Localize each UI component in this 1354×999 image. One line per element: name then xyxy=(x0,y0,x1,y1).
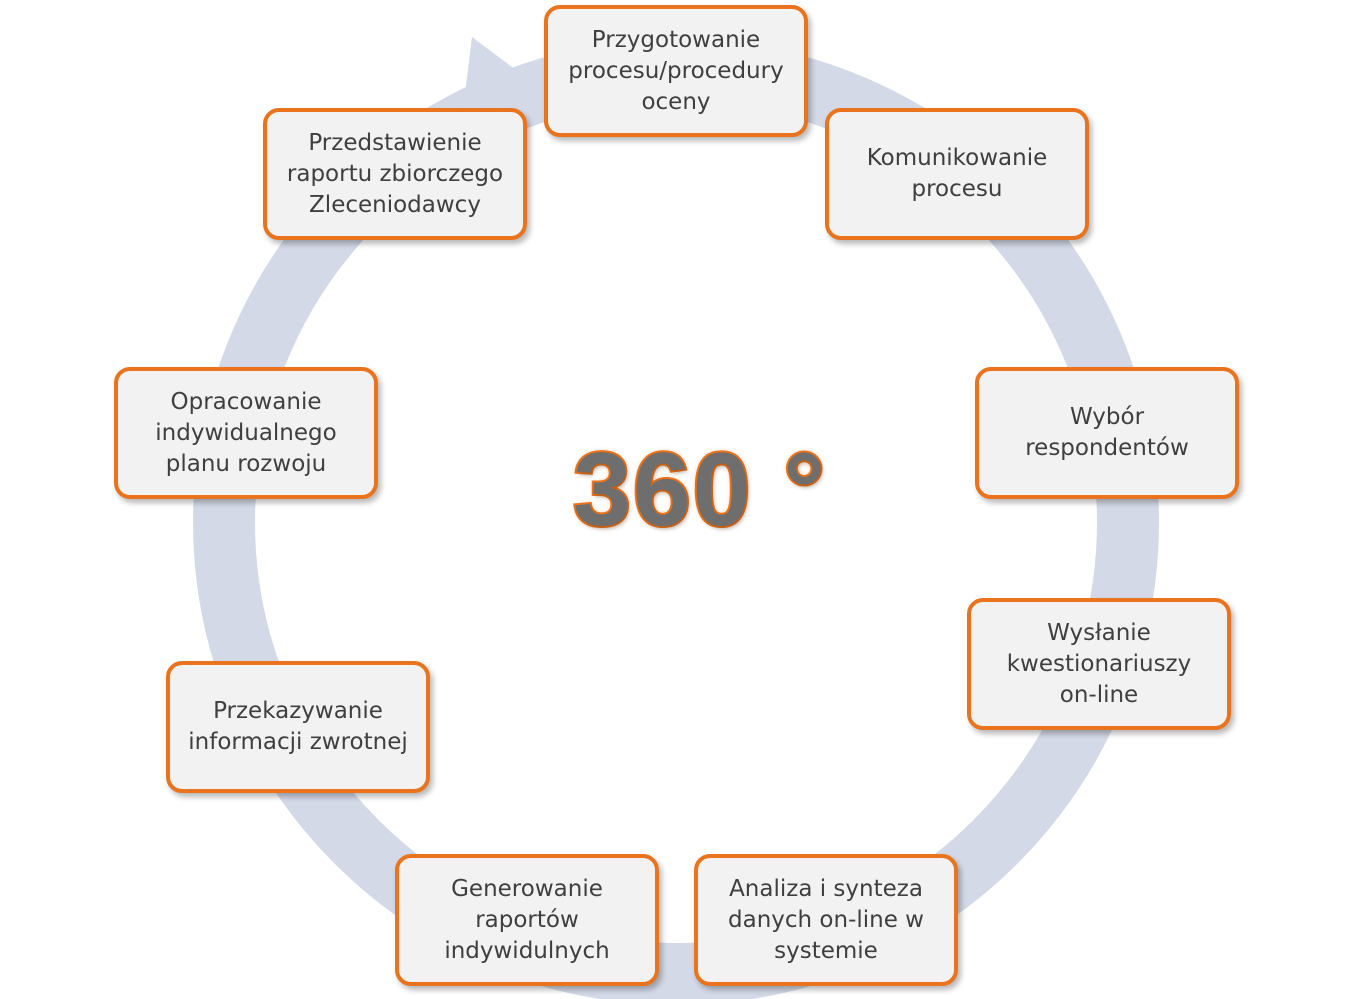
ring-arrowhead xyxy=(462,37,536,118)
step-przygotowanie-procesu: Przygotowanie procesu/procedury oceny xyxy=(544,5,808,137)
step-przekazywanie-informacji: Przekazywanie informacji zwrotnej xyxy=(166,661,430,793)
step-opracowanie-planu: Opracowanie indywidualnego planu rozwoju xyxy=(114,367,378,499)
center-title-360: 360 ° xyxy=(571,430,827,550)
step-wyslanie-kwestionariuszy: Wysłanie kwestionariuszy on-line xyxy=(967,598,1231,730)
step-przedstawienie-raportu: Przedstawienie raportu zbiorczego Zlecen… xyxy=(263,108,527,240)
step-generowanie-raportow: Generowanie raportów indywidulnych xyxy=(395,854,659,986)
step-wybor-respondentow: Wybór respondentów xyxy=(975,367,1239,499)
step-komunikowanie-procesu: Komunikowanie procesu xyxy=(825,108,1089,240)
step-analiza-i-synteza: Analiza i synteza danych on-line w syste… xyxy=(694,854,958,986)
